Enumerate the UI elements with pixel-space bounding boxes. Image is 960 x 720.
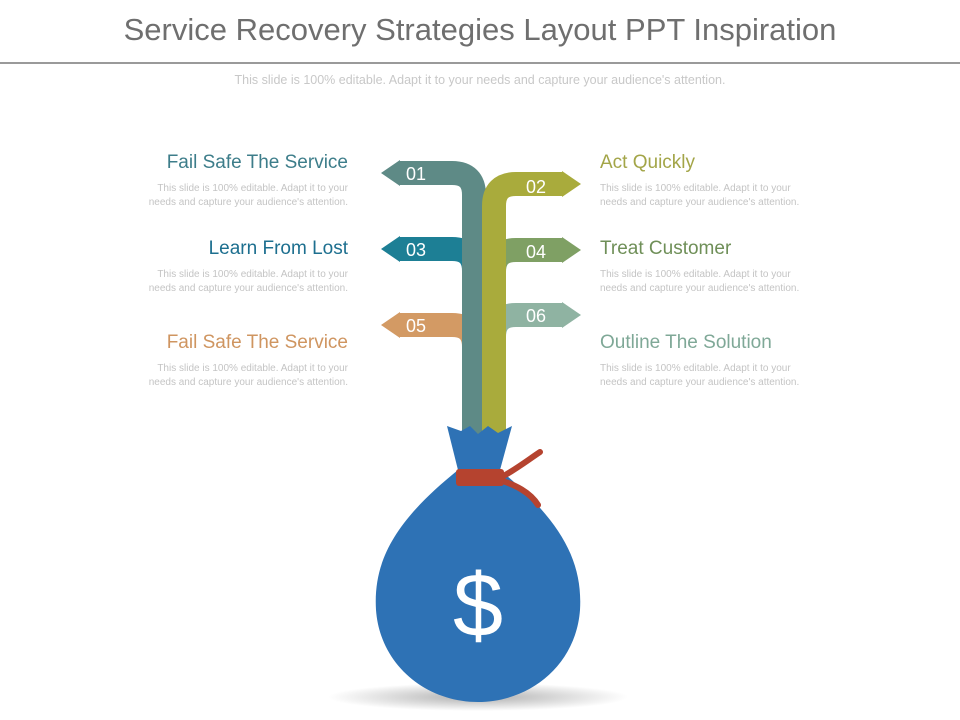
- number-04: 04: [526, 242, 546, 262]
- number-01: 01: [406, 164, 426, 184]
- item-03-heading: Learn From Lost: [208, 238, 348, 259]
- arrowhead-04: [562, 237, 581, 263]
- item-04-description: This slide is 100% editable. Adapt it to…: [600, 269, 800, 294]
- arrowhead-01: [381, 160, 400, 186]
- dollar-icon: $: [453, 556, 503, 656]
- number-05: 05: [406, 316, 426, 336]
- item-02-text: Act Quickly This slide is 100% editable.…: [600, 152, 820, 210]
- item-05-heading: Fail Safe The Service: [166, 332, 348, 353]
- arrowhead-06: [562, 302, 581, 328]
- arrowhead-03: [381, 236, 400, 262]
- item-04-text: Treat Customer This slide is 100% editab…: [600, 238, 820, 296]
- arrowhead-02: [562, 171, 581, 197]
- item-05-text: Fail Safe The Service This slide is 100%…: [128, 332, 348, 390]
- item-05-description: This slide is 100% editable. Adapt it to…: [148, 363, 348, 388]
- item-03-text: Learn From Lost This slide is 100% edita…: [128, 238, 348, 296]
- title-divider: [0, 62, 960, 64]
- item-06-description: This slide is 100% editable. Adapt it to…: [600, 363, 800, 388]
- stem-02: [482, 172, 562, 440]
- arrowhead-05: [381, 312, 400, 338]
- item-02-heading: Act Quickly: [600, 152, 696, 173]
- number-06: 06: [526, 306, 546, 326]
- item-01-text: Fail Safe The Service This slide is 100%…: [128, 152, 348, 210]
- item-01-heading: Fail Safe The Service: [166, 152, 348, 173]
- bag-tie: [456, 469, 504, 486]
- item-02-description: This slide is 100% editable. Adapt it to…: [600, 183, 800, 208]
- money-bag: [375, 426, 581, 702]
- item-04-heading: Treat Customer: [600, 238, 732, 259]
- item-06-heading: Outline The Solution: [600, 332, 772, 353]
- item-06-text: Outline The Solution This slide is 100% …: [600, 332, 820, 390]
- number-02: 02: [526, 177, 546, 197]
- item-01-description: This slide is 100% editable. Adapt it to…: [148, 183, 348, 208]
- number-03: 03: [406, 240, 426, 260]
- slide-title: Service Recovery Strategies Layout PPT I…: [123, 12, 837, 47]
- slide-subtitle: This slide is 100% editable. Adapt it to…: [234, 73, 726, 87]
- stem-01: [400, 161, 486, 440]
- item-03-description: This slide is 100% editable. Adapt it to…: [148, 269, 348, 294]
